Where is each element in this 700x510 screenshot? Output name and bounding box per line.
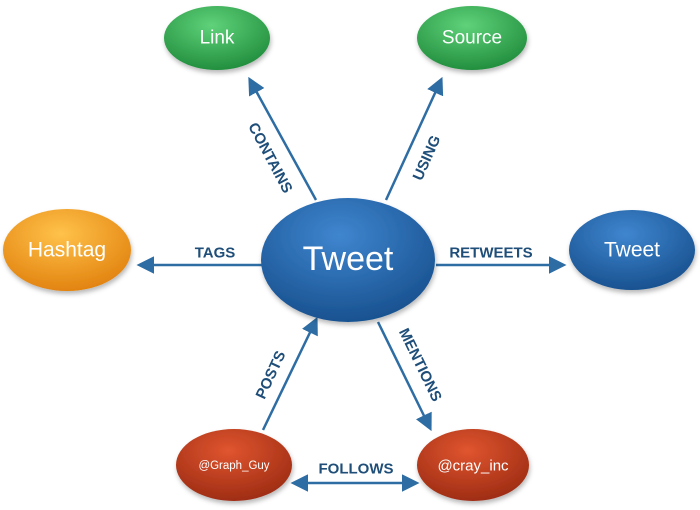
edge-label-mentions: MENTIONS (395, 326, 445, 405)
edge-using-arrow (384, 76, 444, 201)
node-hashtag (3, 209, 131, 291)
node-cray-inc (417, 429, 529, 501)
edge-contains-arrow (248, 76, 318, 201)
node-tweet-center (261, 198, 435, 322)
node-graph-guy-label: @Graph_Guy (198, 460, 269, 472)
node-link (164, 6, 270, 70)
edge-posts-arrow (261, 316, 318, 431)
node-hashtag-label: Hashtag (28, 239, 106, 262)
node-source-label: Source (442, 28, 502, 49)
edge-label-posts: POSTS (253, 348, 290, 401)
node-tweet-center-label: Tweet (303, 240, 394, 278)
edge-label-follows: FOLLOWS (319, 461, 394, 478)
edge-label-tags: TAGS (195, 245, 236, 262)
node-graph-guy (176, 429, 292, 501)
edge-mentions-arrow (376, 321, 432, 432)
edge-label-retweets: RETWEETS (449, 245, 532, 262)
node-source (417, 6, 527, 70)
node-tweet-retweet (569, 210, 695, 290)
node-tweet-retweet-label: Tweet (604, 239, 660, 262)
node-link-label: Link (200, 28, 235, 49)
node-cray-inc-label: @cray_inc (437, 458, 509, 475)
edge-label-using: USING (410, 133, 445, 183)
edge-label-contains: CONTAINS (244, 120, 295, 196)
